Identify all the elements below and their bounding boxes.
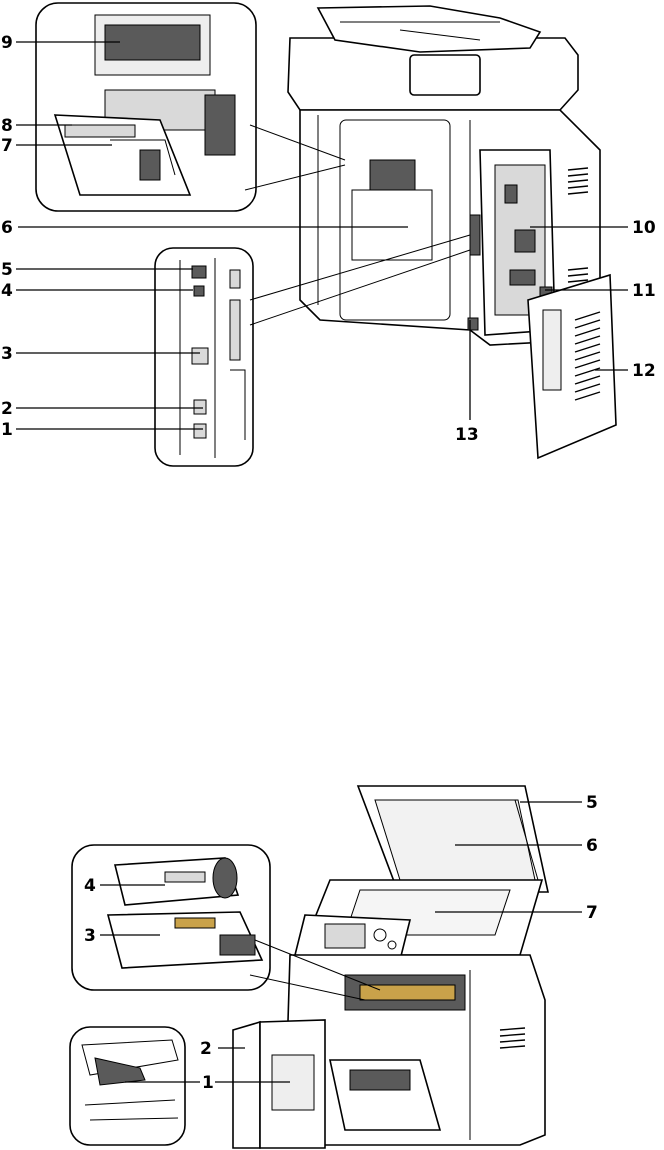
rear-callout-3: 3 [1,344,13,364]
rear-callout-5: 5 [1,260,13,280]
inset-cartridges [72,845,270,990]
rear-callout-9: 9 [1,33,13,53]
front-callout-5: 5 [586,793,598,813]
front-callout-6: 6 [586,836,598,856]
rear-callout-2: 2 [1,399,13,419]
rear-callout-7: 7 [1,136,13,156]
rear-callout-1: 1 [1,420,13,440]
rear-callout-8: 8 [1,116,13,136]
front-view: 5 6 7 4 3 2 1 [70,786,598,1148]
rear-callout-6: 6 [1,218,13,238]
inset-ports [155,248,253,466]
rear-callout-13: 13 [455,425,479,445]
side-cover [528,275,616,458]
front-callout-1: 1 [202,1073,214,1093]
inset-fuser [36,3,256,211]
rear-callout-10: 10 [632,218,656,238]
front-callout-2: 2 [200,1039,212,1059]
printer-front-body [233,786,548,1148]
inset-lever [70,1027,185,1145]
front-callout-3: 3 [84,926,96,946]
front-callout-4: 4 [84,876,96,896]
rear-callout-11: 11 [632,281,656,301]
front-callout-7: 7 [586,903,598,923]
rear-callout-12: 12 [632,361,656,381]
rear-callout-4: 4 [1,281,13,301]
rear-view: 9 8 7 6 5 4 3 2 1 10 11 12 13 [1,3,656,466]
